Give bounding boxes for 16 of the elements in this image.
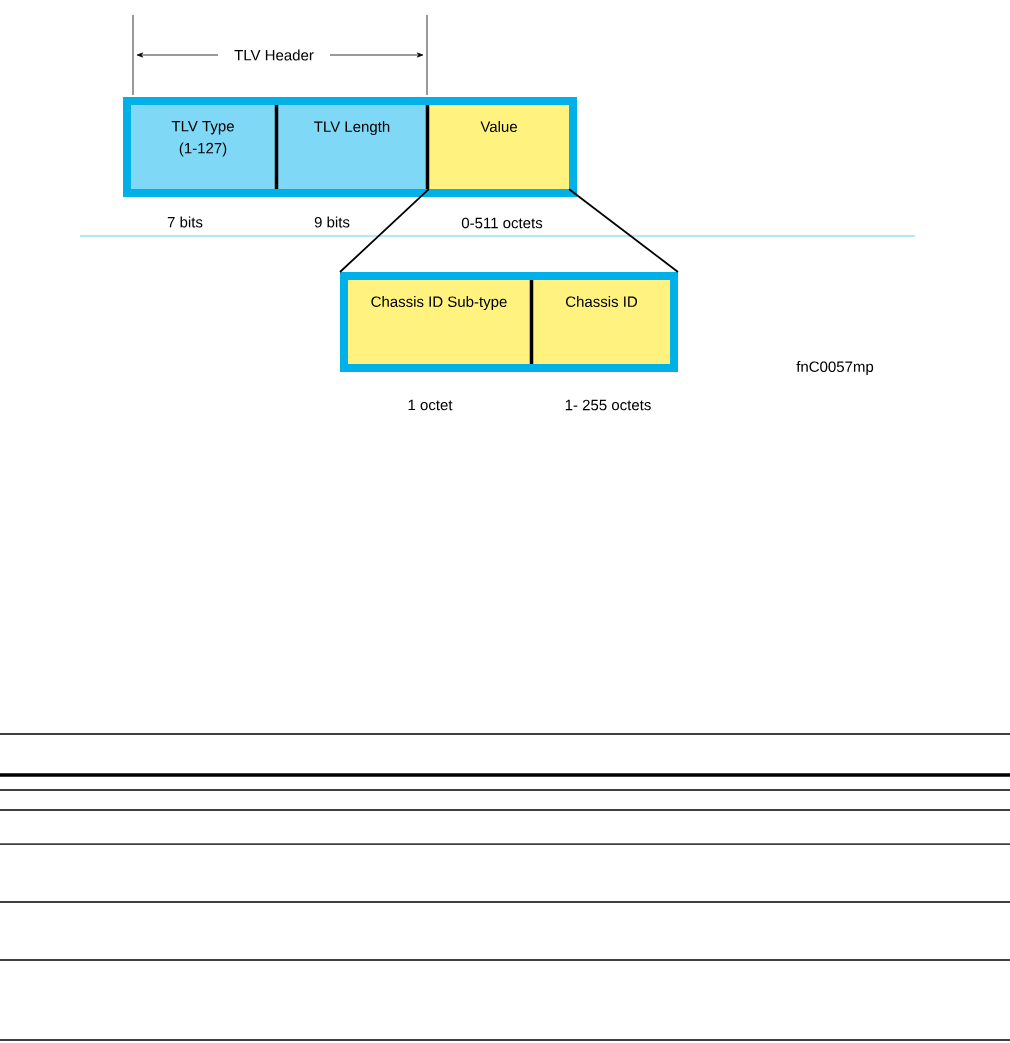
field-frame [123, 97, 577, 197]
field-frame [340, 272, 678, 372]
expansion-line [339, 188, 430, 273]
size-label: 7 bits [167, 216, 203, 228]
field-cell: TLV Length [278, 105, 426, 189]
size-label: 9 bits [314, 216, 350, 228]
field-cell: Chassis ID Sub-type [348, 280, 530, 364]
field-cell: Chassis ID [533, 280, 670, 364]
size-label: 1- 255 octets [565, 399, 651, 411]
field-cell: Value [429, 105, 569, 189]
expansion-line [568, 188, 679, 273]
size-label: 1 octet [408, 399, 453, 411]
field-cell: TLV Type (1-127) [131, 105, 275, 189]
size-label: 0-511 octets [461, 217, 543, 229]
figure-id: fnC0057mp [796, 361, 874, 375]
dimension-label: TLV Header [234, 49, 314, 61]
